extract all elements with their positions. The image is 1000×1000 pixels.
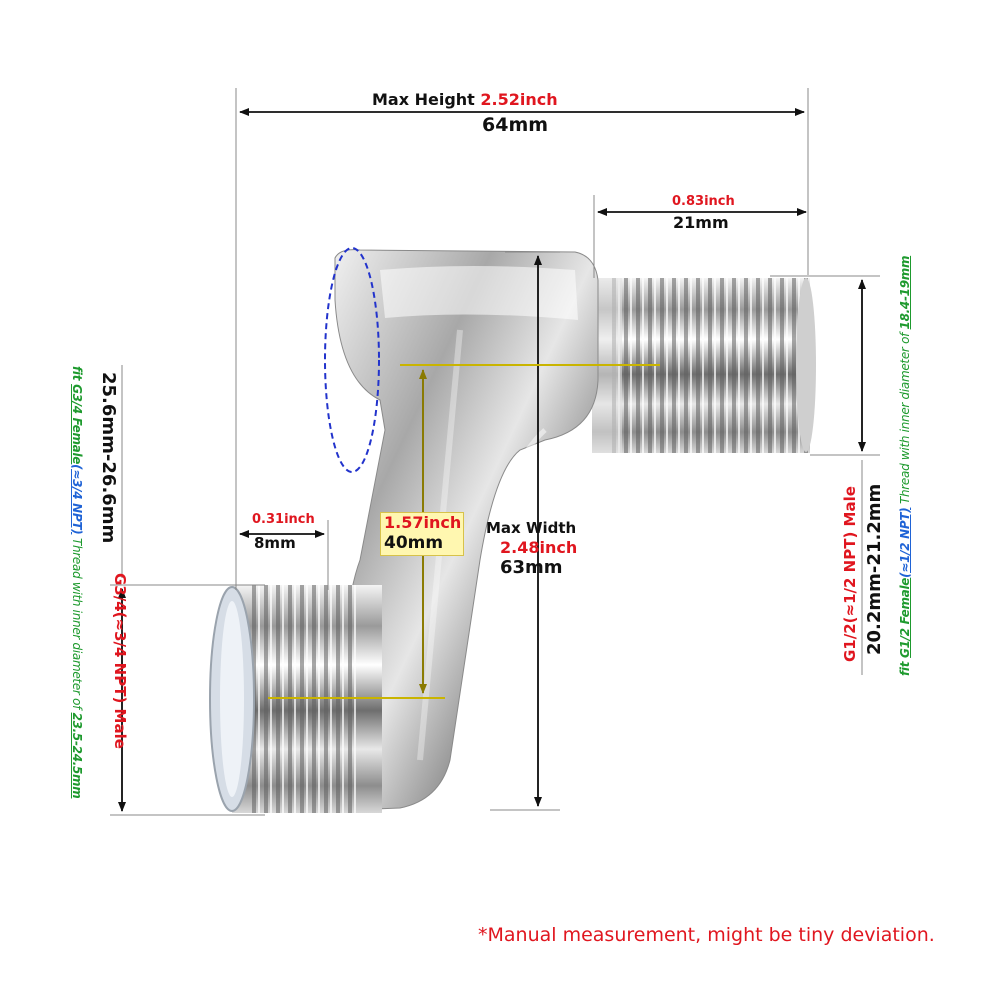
offset-highlight-box <box>380 512 464 556</box>
right-thread <box>592 278 816 453</box>
measurement-note: *Manual measurement, might be tiny devia… <box>478 924 935 946</box>
max-width-inch: 2.48inch <box>500 538 578 557</box>
right-thread-length-inch: 0.83inch <box>672 194 735 209</box>
left-thread-length-inch: 0.31inch <box>252 512 315 527</box>
fitting-body <box>334 249 599 811</box>
left-thread-size: 25.6mm-26.6mm <box>98 372 119 544</box>
max-height-inch: 2.52inch <box>480 90 558 109</box>
max-height-title: Max Height <box>372 90 475 109</box>
left-thread-fit: fit G3/4 Female(≈3/4 NPT) Thread with in… <box>70 366 84 799</box>
offset-mm: 40mm <box>384 533 444 553</box>
max-height-label: Max Height 2.52inch <box>372 92 558 108</box>
left-fit-prefix: fit <box>70 366 84 385</box>
left-fit-npt: (≈3/4 NPT) <box>70 464 84 535</box>
left-thread-type: G3/4(≈3/4 NPT) Male <box>111 573 129 749</box>
right-fit-type: G1/2 Female <box>898 577 912 658</box>
right-thread-length-mm: 21mm <box>673 213 729 232</box>
right-fit-desc: Thread with inner diameter of <box>898 329 912 508</box>
right-fit-npt: (≈1/2 NPT) <box>898 507 912 578</box>
right-thread-fit: fit G1/2 Female(≈1/2 NPT) Thread with in… <box>898 255 912 676</box>
offset-inch: 1.57inch <box>384 513 462 532</box>
right-thread-type: G1/2(≈1/2 NPT) Male <box>841 486 859 662</box>
left-thread-length-mm: 8mm <box>254 534 296 552</box>
right-fit-range: 18.4-19mm <box>898 255 912 330</box>
left-fit-desc: Thread with inner diameter of <box>70 534 84 713</box>
top-face-highlight <box>324 247 380 473</box>
left-fit-range: 23.5-24.5mm <box>70 712 84 799</box>
max-height-mm: 64mm <box>482 114 549 136</box>
max-width-title: Max Width <box>486 519 577 537</box>
right-thread-size: 20.2mm-21.2mm <box>864 483 885 655</box>
right-fit-prefix: fit <box>898 657 912 676</box>
max-width-mm: 63mm <box>500 557 563 578</box>
left-fit-type: G3/4 Female <box>70 384 84 465</box>
